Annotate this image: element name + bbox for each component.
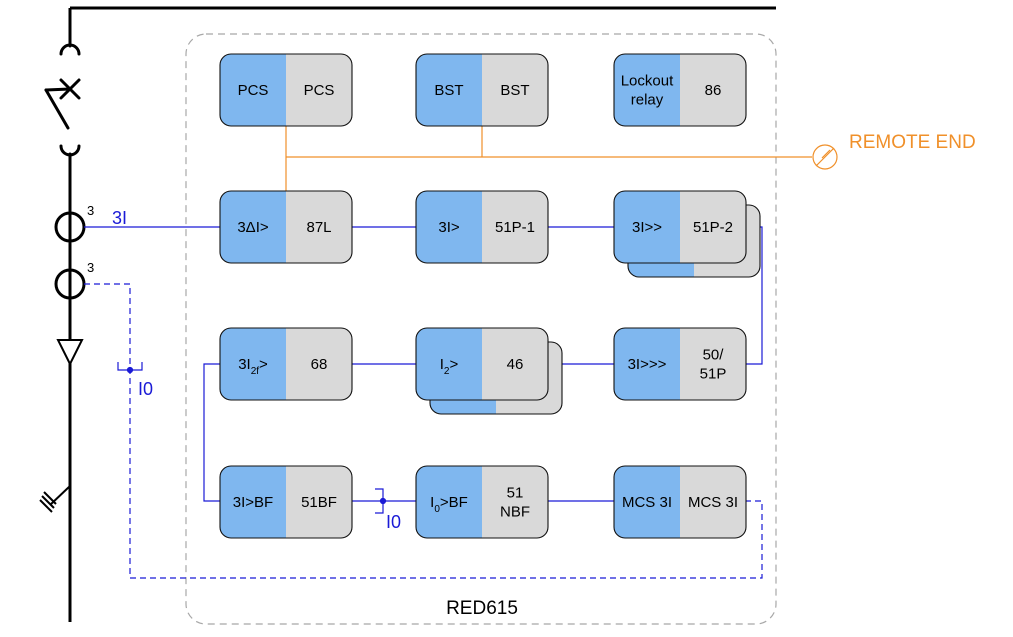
block-51p2-border bbox=[613, 190, 747, 264]
block-5051p-iec-half bbox=[614, 328, 680, 400]
block-bst-iec-label: BST bbox=[434, 82, 463, 99]
block-87l-iec-label: 3ΔI> bbox=[237, 219, 269, 236]
block-68-ansi-label: 68 bbox=[311, 356, 328, 373]
block-51p1-iec-half bbox=[416, 191, 482, 263]
phase-ct-turns: 3 bbox=[87, 203, 94, 218]
block-5051p-iec-label: 3I>>> bbox=[628, 356, 667, 373]
block-bst-ansi-half bbox=[482, 54, 548, 126]
function-block-68: 3I2f> 68 bbox=[219, 327, 353, 401]
function-block-51p2: 3I>> 51P-2 bbox=[613, 190, 761, 278]
block-87l-ansi-half bbox=[286, 191, 352, 263]
block-lockout-ansi-half bbox=[680, 54, 746, 126]
block-51bf-iec-half bbox=[220, 466, 286, 538]
block-5051p-border bbox=[613, 327, 747, 401]
block-pcs-iec-label: PCS bbox=[238, 82, 269, 99]
block-51bf-ansi-label: 51BF bbox=[301, 494, 337, 511]
block-pcs-border bbox=[219, 53, 353, 127]
residual-ct-symbol bbox=[54, 268, 86, 300]
block-46-iec-half bbox=[416, 328, 482, 400]
block-68-iec-label: 3I2f> bbox=[238, 356, 268, 377]
residual-label-bf: I0 bbox=[386, 512, 401, 532]
block-46-border bbox=[415, 327, 549, 401]
function-block-pcs: PCS PCS bbox=[219, 53, 353, 127]
function-block-5051p: 3I>>> 50/51P bbox=[613, 327, 747, 401]
block-87l-border bbox=[219, 190, 353, 264]
residual-tap-bf bbox=[352, 488, 416, 514]
remote-end-link bbox=[285, 125, 812, 191]
remote-end-label: REMOTE END bbox=[849, 132, 976, 153]
phase-current-label: 3I bbox=[112, 208, 127, 228]
function-block-51bf: 3I>BF 51BF bbox=[219, 465, 353, 539]
block-51p1-iec-label: 3I> bbox=[438, 219, 460, 236]
block-bst-iec-half bbox=[416, 54, 482, 126]
block-46-ansi-label: 46 bbox=[507, 356, 524, 373]
residual-current-wiring bbox=[84, 283, 763, 579]
block-mcs-ansi-half bbox=[680, 466, 746, 538]
block-51p1-border bbox=[415, 190, 549, 264]
function-block-bst: BST BST bbox=[415, 53, 549, 127]
residual-tap-left bbox=[117, 362, 143, 374]
device-name: RED615 bbox=[446, 598, 518, 619]
function-block-87l: 3ΔI> 87L bbox=[219, 190, 353, 264]
phase-ct-symbol bbox=[54, 211, 86, 243]
block-51nbf-iec-half bbox=[416, 466, 482, 538]
block-5051p-ansi-label: 50/51P bbox=[700, 347, 727, 383]
block-51nbf-border bbox=[415, 465, 549, 539]
block-51p2-iec-label: 3I>> bbox=[632, 219, 662, 236]
function-block-mcs: MCS 3I MCS 3I bbox=[613, 465, 747, 539]
block-mcs-iec-half bbox=[614, 466, 680, 538]
block-mcs-ansi-label: MCS 3I bbox=[688, 494, 738, 511]
block-mcs-iec-label: MCS 3I bbox=[622, 494, 672, 511]
block-pcs-ansi-label: PCS bbox=[304, 82, 335, 99]
block-lockout-iec-half bbox=[614, 54, 680, 126]
block-pcs-ansi-half bbox=[286, 54, 352, 126]
block-51bf-iec-label: 3I>BF bbox=[233, 494, 273, 511]
block-51p1-ansi-label: 51P-1 bbox=[495, 219, 535, 236]
device-boundary bbox=[185, 33, 777, 625]
block-51bf-ansi-half bbox=[286, 466, 352, 538]
block-46-iec-label: I2> bbox=[440, 356, 459, 377]
block-46-ansi-half bbox=[482, 328, 548, 400]
block-5051p-ansi-half bbox=[680, 328, 746, 400]
phase-current-wiring bbox=[84, 226, 763, 502]
residual-ct-turns: 3 bbox=[87, 260, 94, 275]
remote-end-icon bbox=[812, 144, 838, 170]
function-block-51p1: 3I> 51P-1 bbox=[415, 190, 549, 264]
block-51nbf-ansi-half bbox=[482, 466, 548, 538]
block-51p2-iec-half bbox=[614, 191, 680, 263]
block-mcs-border bbox=[613, 465, 747, 539]
block-87l-ansi-label: 87L bbox=[306, 219, 331, 236]
block-pcs-iec-half bbox=[220, 54, 286, 126]
block-87l-iec-half bbox=[220, 191, 286, 263]
residual-label-left: I0 bbox=[138, 379, 153, 399]
block-51nbf-iec-label: I0>BF bbox=[430, 494, 468, 515]
block-68-iec-half bbox=[220, 328, 286, 400]
earthing-symbol bbox=[39, 339, 84, 513]
block-68-border bbox=[219, 327, 353, 401]
function-block-46: I2> 46 bbox=[415, 327, 563, 415]
block-bst-border bbox=[415, 53, 549, 127]
block-51p2-ansi-half bbox=[680, 191, 746, 263]
block-lockout-border bbox=[613, 53, 747, 127]
block-bst-ansi-label: BST bbox=[500, 82, 529, 99]
block-51p1-ansi-half bbox=[482, 191, 548, 263]
circuit-breaker-symbol bbox=[44, 40, 81, 160]
block-51bf-border bbox=[219, 465, 353, 539]
block-lockout-ansi-label: 86 bbox=[705, 82, 722, 99]
block-51p2-ansi-label: 51P-2 bbox=[693, 219, 733, 236]
block-68-ansi-half bbox=[286, 328, 352, 400]
